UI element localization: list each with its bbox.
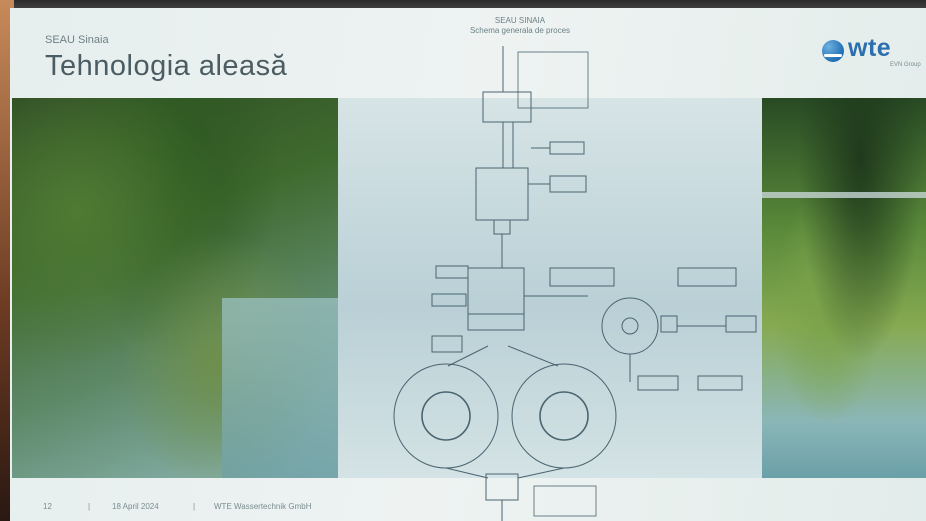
clarifier-right-inner	[539, 391, 589, 441]
diagram-heading: SEAU SINAIA Schema generala de proces	[430, 16, 610, 36]
unit-bio-tank	[467, 267, 525, 331]
presentation-slide: SEAU Sinaia Tehnologia aleasă wte EVN Gr…	[10, 8, 926, 521]
info-box-sludge	[549, 267, 615, 287]
unit-thickener	[601, 297, 659, 355]
info-box-right	[677, 267, 737, 287]
flow-line	[517, 467, 565, 479]
info-box-sludge-2	[637, 375, 679, 391]
flow-line	[445, 467, 489, 479]
unit-thickener-core	[621, 317, 639, 335]
footer-page-number: 12	[43, 502, 52, 511]
info-box-left-3	[431, 335, 463, 353]
logo-text: wte	[848, 34, 892, 62]
clarifier-left-inner	[421, 391, 471, 441]
clarifier-left	[393, 363, 499, 469]
unit-screening	[482, 91, 532, 123]
river-photo-left	[12, 98, 338, 478]
clarifier-right	[511, 363, 617, 469]
slide-title: Tehnologia aleasă	[45, 50, 288, 82]
process-flow-diagram	[393, 46, 757, 521]
slide-header: SEAU Sinaia Tehnologia aleasă wte EVN Gr…	[10, 8, 926, 98]
footer-separator: |	[88, 502, 91, 511]
info-box-sludge-3	[697, 375, 743, 391]
unit-dewatering	[725, 315, 757, 333]
flow-line	[507, 345, 559, 367]
info-box-influent	[517, 51, 589, 109]
diagram-background	[338, 98, 762, 478]
logo-subtext: EVN Group	[890, 62, 921, 68]
info-box-left-1	[435, 265, 469, 279]
info-box-left-2	[431, 293, 467, 307]
footer-separator: |	[193, 502, 196, 511]
room-background-top	[0, 0, 926, 10]
unit-screenings-box	[549, 141, 585, 155]
wte-logo-icon	[822, 40, 844, 62]
unit-grit-chamber	[475, 167, 529, 221]
slide-footer: 12 | 18 April 2024 | WTE Wassertechnik G…	[10, 494, 926, 521]
unit-sand-box	[549, 175, 587, 193]
footer-company: WTE Wassertechnik GmbH	[214, 502, 312, 511]
unit-sludge-pump	[660, 315, 678, 333]
flow-line	[447, 345, 489, 367]
river-photo-right	[762, 98, 926, 478]
diagram-subtitle: Schema generala de proces	[469, 26, 571, 35]
footer-date: 18 April 2024	[112, 502, 159, 511]
company-logo: wte EVN Group	[822, 34, 922, 72]
unit-pump	[493, 219, 511, 235]
slide-eyebrow: SEAU Sinaia	[45, 34, 109, 46]
diagram-title: SEAU SINAIA	[494, 16, 546, 25]
info-box-effluent	[533, 485, 597, 517]
